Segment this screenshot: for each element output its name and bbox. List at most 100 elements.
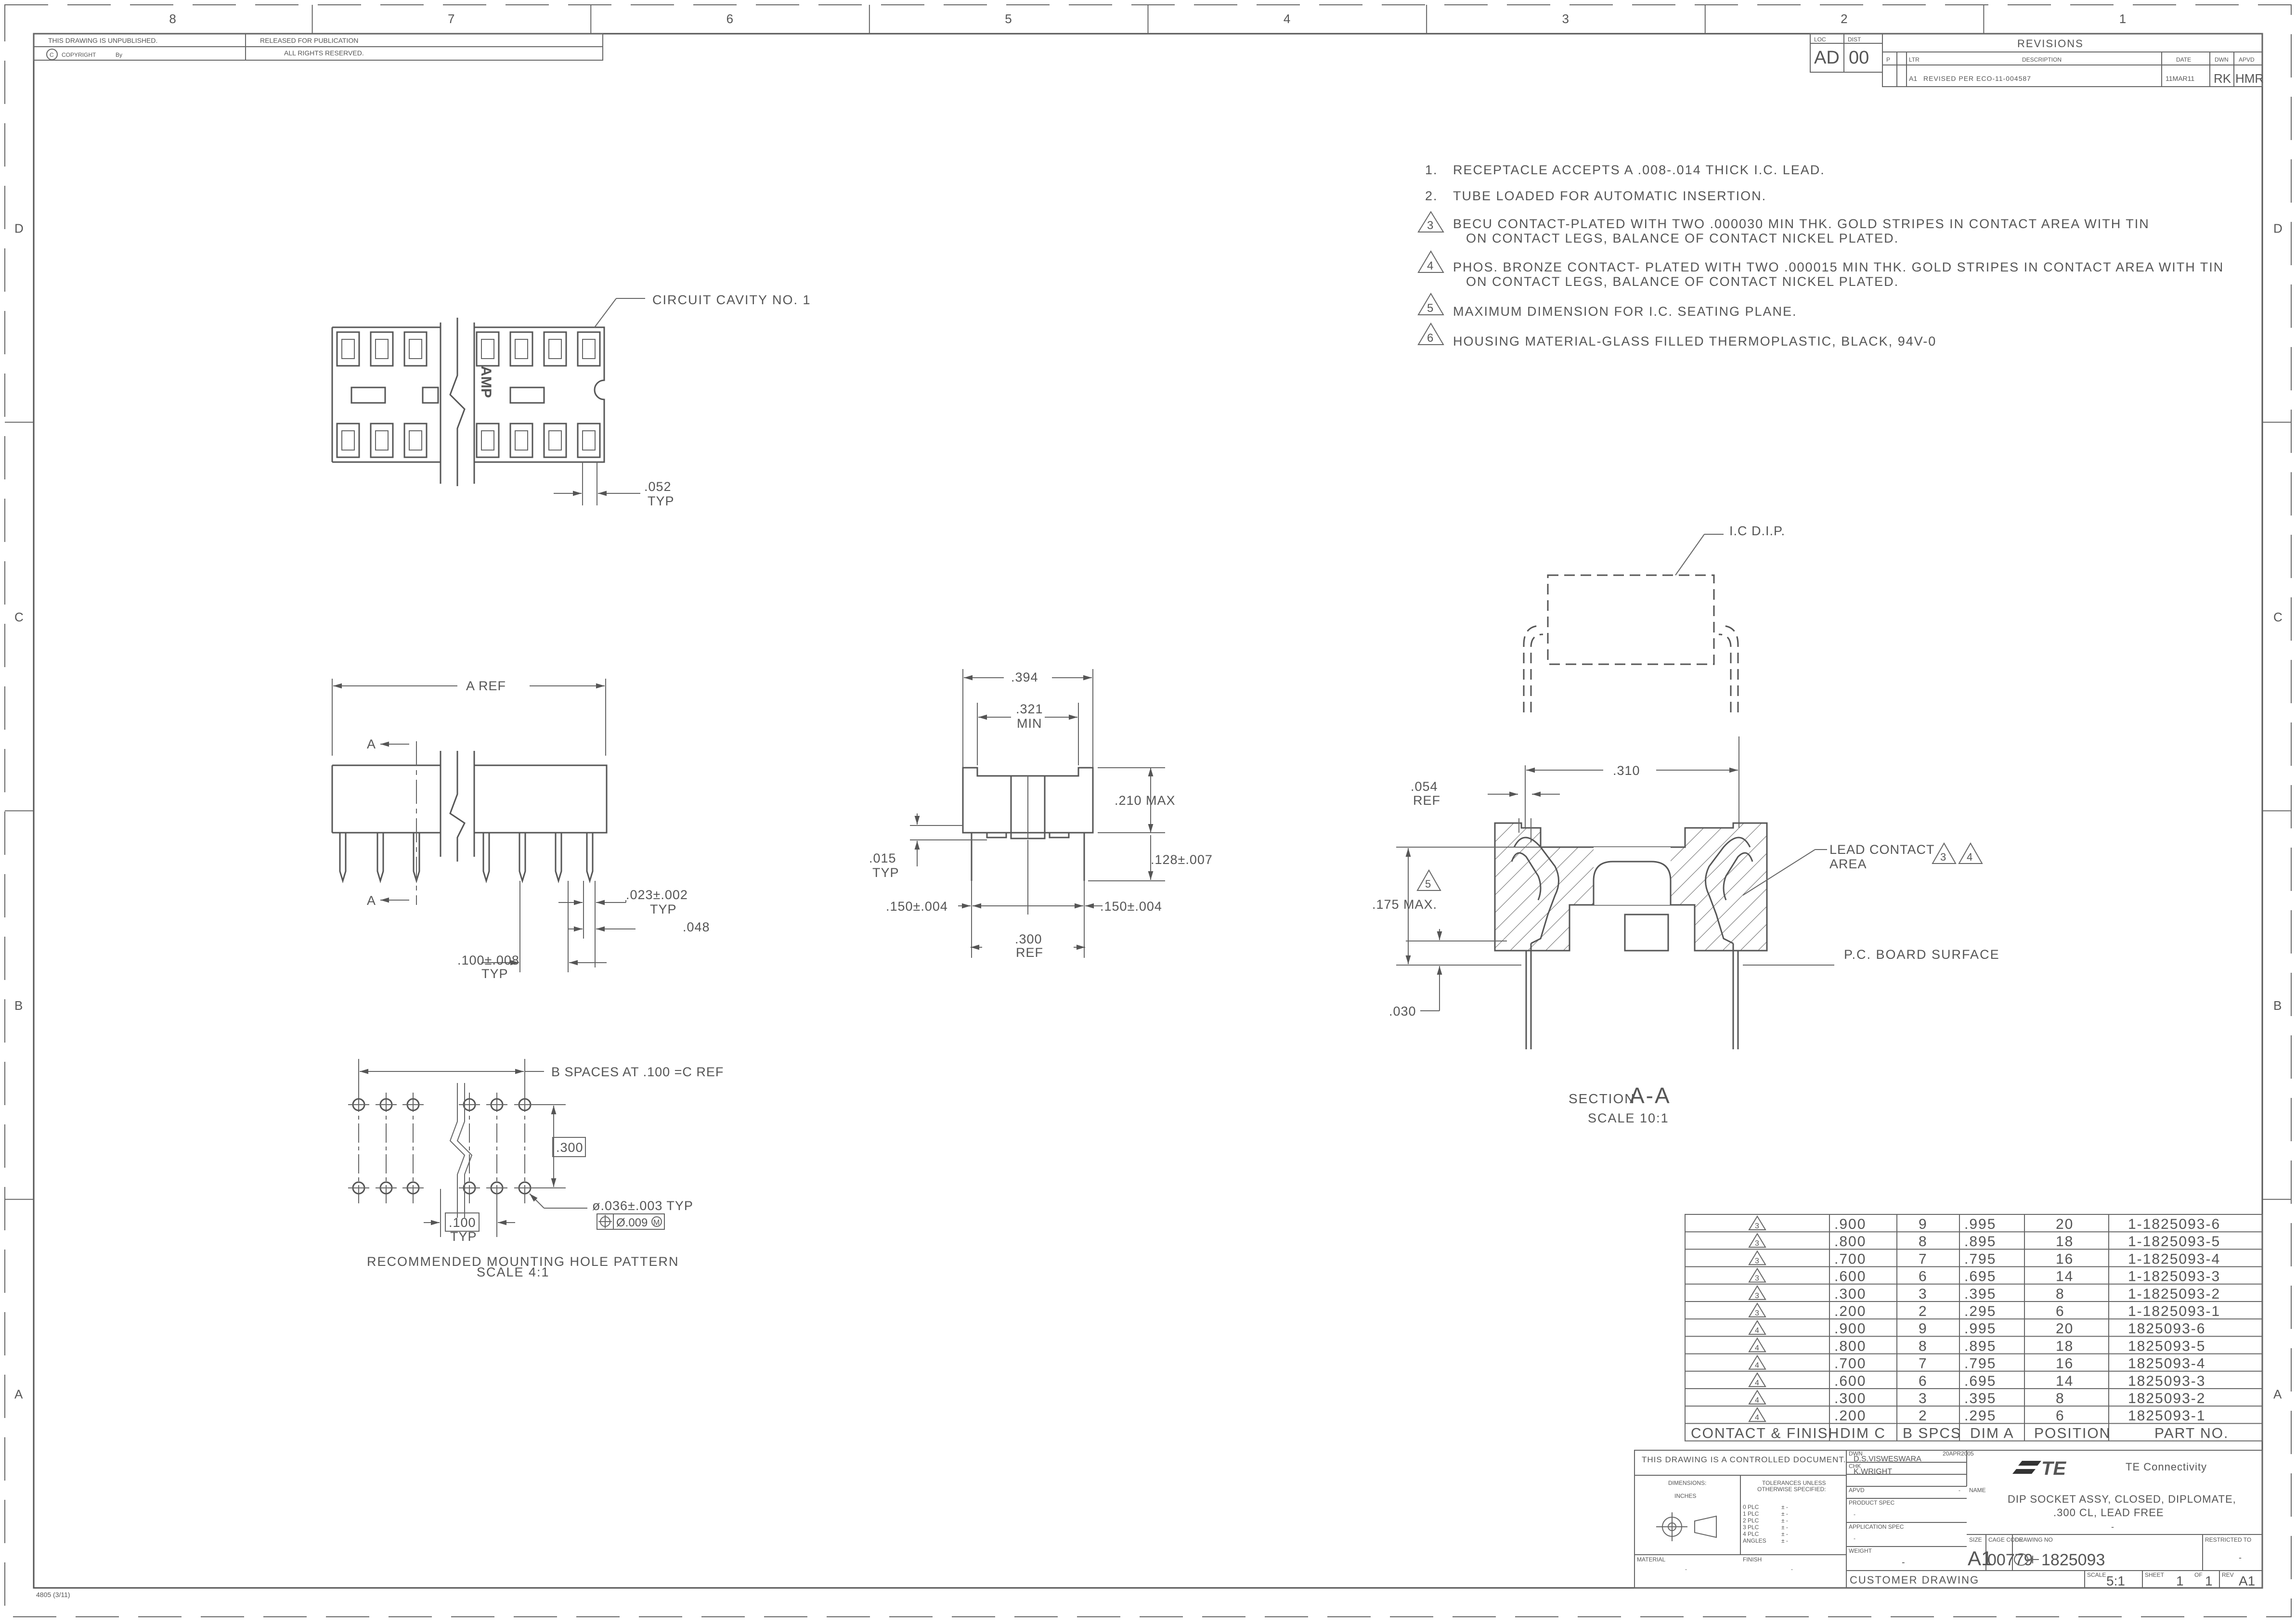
tolerance-row: ANGLES [1743, 1537, 1766, 1544]
cavity-bottom [509, 423, 533, 458]
svg-text:P: P [1886, 56, 1890, 63]
svg-text:-: - [2239, 1553, 2242, 1562]
svg-text:DWN: DWN [1849, 1450, 1863, 1457]
row-label: C [14, 610, 24, 624]
cavity-top [577, 331, 601, 367]
drawing-number: 1825093 [2041, 1551, 2105, 1569]
svg-text:DESCRIPTION: DESCRIPTION [2022, 56, 2062, 63]
table-cell: .295 [1964, 1408, 1996, 1424]
table-cell: 7 [1919, 1251, 1928, 1267]
note-3-flag [1417, 211, 1444, 232]
note-3-text: BECU CONTACT-PLATED WITH TWO .000030 MIN… [1453, 217, 2150, 231]
b-spaces-label: B SPACES AT .100 =C REF [551, 1065, 724, 1079]
pcb-surface-label: P.C. BOARD SURFACE [1844, 947, 2000, 962]
hole-grid [348, 1093, 535, 1203]
svg-text:4: 4 [1755, 1327, 1759, 1335]
unpublished-text: THIS DRAWING IS UNPUBLISHED. [48, 37, 157, 44]
ic-dip-outline [1547, 574, 1715, 665]
dim-054: .054 [1411, 779, 1438, 794]
svg-text:REF: REF [1413, 793, 1440, 808]
table-header: DIM A [1970, 1425, 2014, 1441]
svg-text:INCHES: INCHES [1674, 1493, 1696, 1499]
table-cell: 14 [2056, 1373, 2074, 1389]
table-header: DIM C [1840, 1425, 1886, 1441]
rev-description: REVISED PER ECO-11-004587 [1923, 75, 2031, 82]
cavity-bottom [476, 423, 500, 458]
dim-300-basic: .300 [556, 1140, 584, 1155]
lead [482, 833, 490, 884]
svg-text:LOC: LOC [1814, 36, 1826, 43]
row-label: B [2273, 998, 2282, 1013]
svg-text:3: 3 [1755, 1275, 1759, 1283]
a-ref-label: A REF [466, 679, 506, 693]
cavity-top [370, 331, 394, 367]
sheet-number: 1 [2176, 1573, 2184, 1588]
finish-flag [1748, 1250, 1766, 1265]
table-cell: 7 [1919, 1356, 1928, 1372]
table-cell: 8 [2056, 1391, 2065, 1406]
sheet-border [4, 4, 2292, 1617]
note-6-flag [1417, 322, 1444, 345]
dim-023: .023±.002 [626, 888, 688, 902]
tolerance-row: 1 PLC [1743, 1510, 1759, 1517]
checked-by: K.WRIGHT [1854, 1468, 1892, 1476]
svg-text:-: - [1854, 1511, 1855, 1518]
by-text: By [116, 52, 122, 58]
table-cell: .995 [1964, 1321, 1996, 1337]
table-cell: 1825093-1 [2128, 1408, 2205, 1424]
tolerance-row: 3 PLC [1743, 1524, 1759, 1531]
table-header: B SPCS [1903, 1425, 1961, 1441]
section-id: A-A [1630, 1083, 1671, 1108]
svg-text:± -: ± - [1781, 1510, 1788, 1517]
cavity-bottom [543, 423, 567, 458]
cage-code: 00779 [1987, 1551, 2033, 1569]
table-cell: .600 [1834, 1269, 1866, 1285]
svg-text:3: 3 [1755, 1239, 1759, 1248]
table-cell: .895 [1964, 1234, 1996, 1250]
note-1-text: RECEPTACLE ACCEPTS A .008-.014 THICK I.C… [1453, 163, 1825, 177]
svg-text:3: 3 [1755, 1257, 1759, 1265]
svg-text:DIST: DIST [1848, 36, 1861, 43]
cavity-top [543, 331, 567, 367]
title-block: THIS DRAWING IS A CONTROLLED DOCUMENT. D… [1634, 1450, 2263, 1588]
sheet-size: A1 [1968, 1547, 1992, 1570]
svg-text:DATE: DATE [2176, 56, 2191, 63]
svg-text:APVD: APVD [1849, 1487, 1865, 1494]
svg-text:4: 4 [1967, 851, 1972, 863]
svg-text:3: 3 [1755, 1309, 1759, 1317]
table-cell: 2 [1919, 1303, 1928, 1319]
drawn-by: D.S.VISWESWARA [1854, 1455, 1921, 1463]
table-cell: .600 [1834, 1373, 1866, 1389]
svg-text:± -: ± - [1781, 1531, 1788, 1537]
svg-text:DRAWING NO: DRAWING NO [2015, 1536, 2053, 1543]
cavity-bottom [403, 423, 428, 458]
svg-text:± -: ± - [1781, 1524, 1788, 1531]
section-a-a: I.C D.I.P. .310 LEAD CONTACT AREA 3 4 .0… [1372, 524, 2000, 1125]
column-label: 7 [448, 12, 454, 26]
svg-text:-: - [1854, 1535, 1855, 1542]
table-cell: 1-1825093-2 [2128, 1286, 2220, 1302]
loc-value: AD [1814, 48, 1840, 68]
svg-text:RESTRICTED TO: RESTRICTED TO [2205, 1536, 2251, 1543]
table-cell: 8 [1919, 1234, 1928, 1250]
dist-value: 00 [1849, 48, 1869, 68]
dim-100: .100±.008 [457, 953, 519, 967]
table-header: PART NO. [2154, 1425, 2229, 1441]
rev-date: 11MAR11 [2166, 75, 2194, 82]
column-label: 1 [2119, 12, 2126, 26]
table-cell: 16 [2056, 1356, 2074, 1372]
svg-text:REV: REV [2222, 1572, 2234, 1578]
table-cell: .695 [1964, 1269, 1996, 1285]
svg-text:± -: ± - [1781, 1537, 1788, 1544]
rev-dwn: RK [2214, 71, 2231, 86]
svg-text:OF: OF [2194, 1572, 2203, 1578]
top-view: AMP CIRCUIT CAVITY NO. 1 .052 TYP [331, 293, 810, 508]
svg-text:TYP: TYP [650, 902, 677, 916]
